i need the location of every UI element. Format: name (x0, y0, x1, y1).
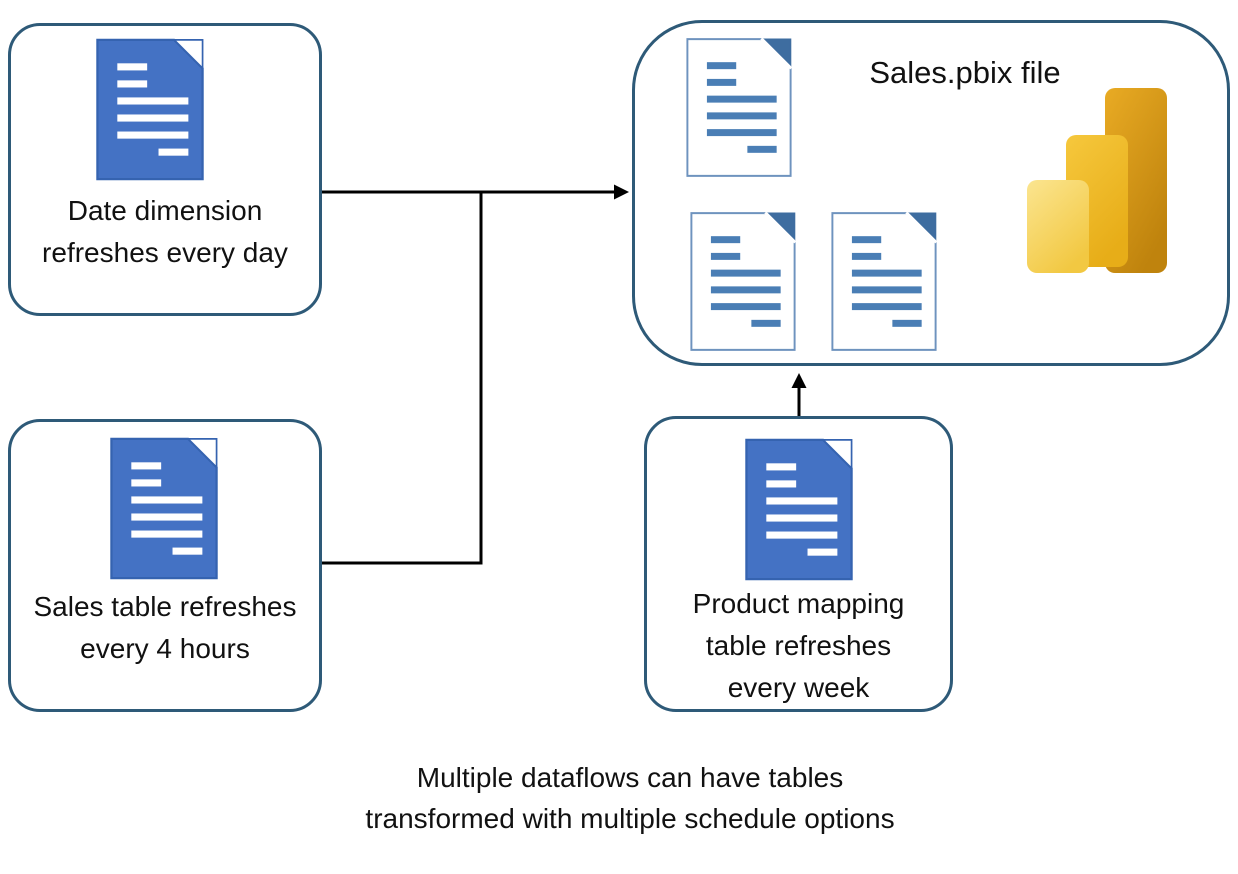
white-document-icon (831, 210, 937, 353)
date-dimension-label: Date dimension refreshes every day (42, 195, 288, 268)
diagram-caption: Multiple dataflows can have tables trans… (365, 762, 895, 834)
box-product-mapping: Product mapping table refreshes every we… (644, 416, 953, 712)
white-document-icon (690, 210, 796, 353)
white-document-icon (686, 36, 792, 179)
product-mapping-label: Product mapping table refreshes every we… (692, 588, 905, 703)
box-date-dimension: Date dimension refreshes every day (8, 23, 322, 316)
powerbi-bar-short (1027, 180, 1089, 273)
blue-document-icon (110, 437, 218, 580)
blue-document-icon (96, 38, 204, 181)
blue-document-icon (745, 438, 853, 581)
box-sales-table: Sales table refreshes every 4 hours (8, 419, 322, 712)
pbix-file-title: Sales.pbix file (869, 55, 1061, 90)
sales-table-label: Sales table refreshes every 4 hours (33, 591, 297, 664)
box-sales-pbix-file: Sales.pbix file (632, 20, 1230, 366)
connector-sales-table (322, 192, 483, 565)
power-bi-logo (1027, 88, 1167, 273)
